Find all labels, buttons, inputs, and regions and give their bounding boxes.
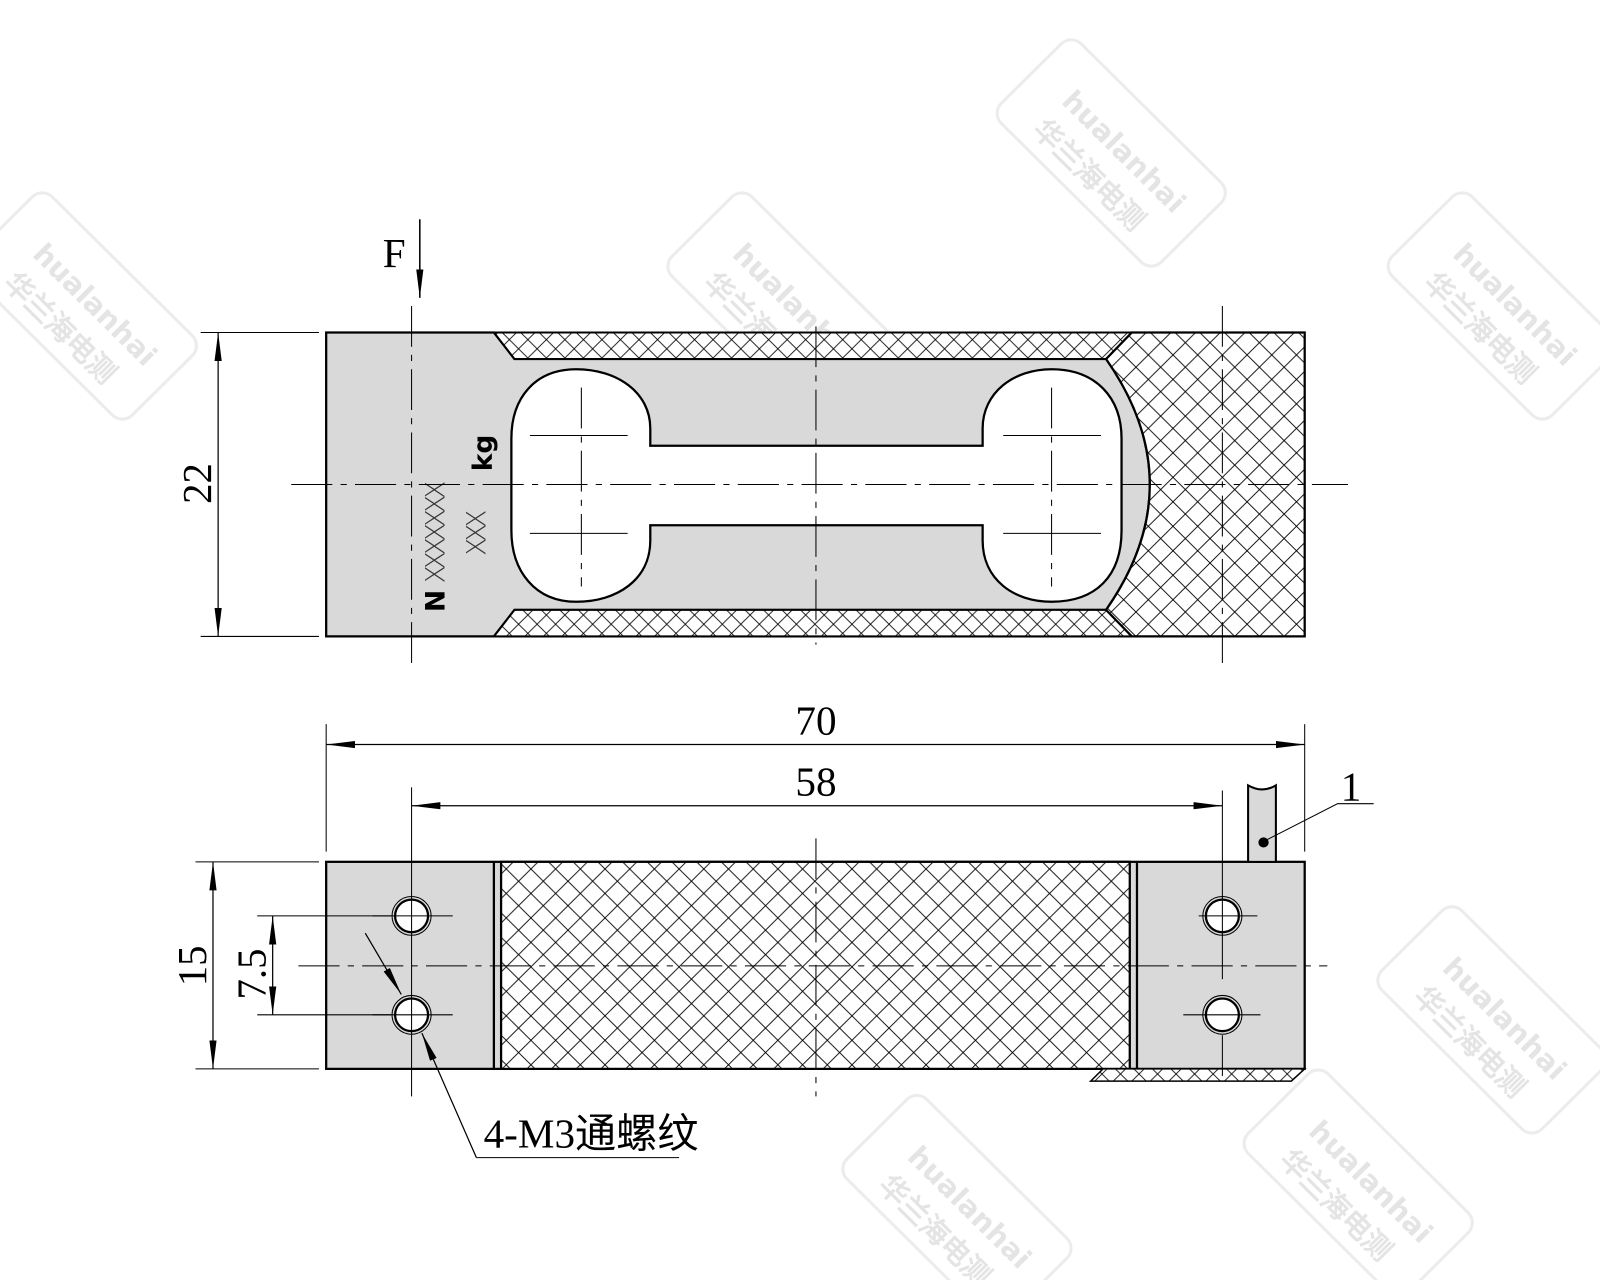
dim-hole-spacing-length: 58: [795, 759, 836, 805]
force-label: F: [383, 230, 406, 276]
top-view: N XXXXXXX XXX kg F 22: [174, 219, 1348, 669]
thread-note: 4-M3通螺纹: [484, 1111, 699, 1157]
marking-placeholder-short: XXX: [462, 511, 493, 556]
marking-n: N: [420, 590, 451, 612]
marking-unit: kg: [468, 435, 499, 472]
dim-height-top: 22: [174, 463, 220, 504]
top-hatch-strip: [491, 331, 1135, 361]
cable-dot: [1258, 837, 1269, 848]
dim-hole-spacing-height: 7.5: [228, 949, 274, 1000]
dim-height-side: 15: [169, 945, 215, 986]
dim-overall-length: 70: [795, 698, 836, 744]
bottom-hatch-strip: [491, 608, 1135, 638]
cable-item-number: 1: [1341, 764, 1362, 810]
side-view: 1 70 58 15 7.5 4-M3通螺纹: [169, 698, 1374, 1159]
marking-placeholder-long: XXXXXXX: [420, 482, 451, 583]
watermarks: hualanhai 华兰海电测 hualanhai 华兰海电测 hualanha…: [0, 38, 1600, 1280]
side-bottom-hatch: [1088, 1068, 1307, 1082]
cable: [1247, 783, 1277, 863]
mounting-holes: [372, 896, 1261, 1077]
